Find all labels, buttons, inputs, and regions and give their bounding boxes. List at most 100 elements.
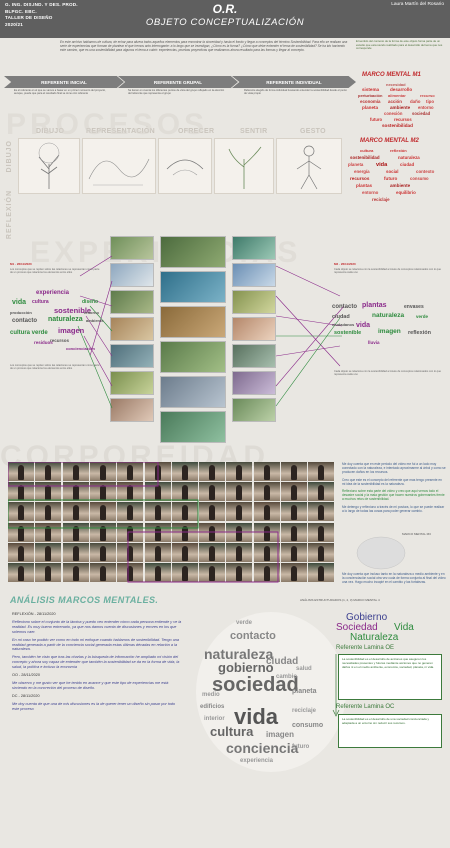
figure-silhouette bbox=[318, 485, 325, 501]
cloud-word: ciudad bbox=[400, 162, 415, 167]
figure-silhouette bbox=[181, 505, 188, 521]
cloud-word: entorno bbox=[418, 105, 434, 110]
cloud-word: diseño bbox=[82, 299, 99, 305]
figure-silhouette bbox=[236, 545, 243, 561]
video-frame bbox=[35, 522, 62, 542]
figure-silhouette bbox=[45, 566, 52, 581]
figure-silhouette bbox=[154, 505, 161, 521]
mental-map-3-caption: MARCO MENTAL M3 bbox=[402, 532, 431, 536]
figure-silhouette bbox=[291, 485, 297, 501]
figure-silhouette bbox=[127, 545, 134, 561]
video-frame bbox=[171, 502, 198, 522]
video-frame bbox=[308, 542, 335, 562]
background-word: PROCESOS bbox=[6, 108, 209, 141]
page-title: O.R. bbox=[212, 2, 238, 16]
cloud-word: vida bbox=[12, 299, 27, 306]
mental-map-2-title: MARCO MENTAL M2 bbox=[360, 138, 419, 144]
video-frame bbox=[62, 522, 89, 542]
cloud-word: tipo bbox=[426, 99, 435, 104]
cloud-word: entorno bbox=[362, 190, 379, 195]
cloud-word: experiencia bbox=[240, 758, 274, 764]
video-frame bbox=[199, 482, 226, 502]
figure-silhouette bbox=[99, 566, 106, 581]
figure-silhouette bbox=[45, 485, 52, 501]
course-info: G. ING. DIS.IND. Y DES. PROD. BLPGC. EBC… bbox=[5, 2, 78, 28]
video-frame bbox=[8, 502, 34, 522]
cloud-word: futuro bbox=[292, 744, 310, 750]
ref-oc-box: La sostenibilidad es el desarrollo de un… bbox=[338, 714, 442, 748]
video-frame bbox=[253, 482, 280, 502]
keyword: Sociedad bbox=[336, 622, 378, 633]
reflection-paragraph: Reflexiono sobre el conjunto de la lámin… bbox=[12, 619, 182, 634]
video-reflection: Creo que este es el concepto del referen… bbox=[342, 477, 442, 486]
cloud-word: acción bbox=[388, 99, 402, 104]
video-frame bbox=[117, 542, 144, 562]
figure-silhouette bbox=[263, 525, 270, 541]
course-line: G. ING. DIS.IND. Y DES. PROD. bbox=[5, 2, 78, 7]
cloud-word: recurso bbox=[420, 93, 435, 98]
figure-silhouette bbox=[127, 465, 134, 480]
page-header: G. ING. DIS.IND. Y DES. PROD. BLPGC. EBC… bbox=[0, 0, 450, 38]
cloud-word: plantas bbox=[356, 183, 373, 188]
cloud-word: envases bbox=[404, 304, 424, 310]
cloud-word: producción bbox=[10, 310, 32, 315]
video-frame bbox=[144, 563, 171, 582]
sketch-representation bbox=[82, 138, 156, 194]
figure-silhouette bbox=[45, 545, 52, 561]
video-frame bbox=[8, 563, 34, 582]
figure-silhouette bbox=[209, 465, 216, 480]
video-frame bbox=[226, 462, 253, 481]
cloud-word: experiencia bbox=[36, 290, 70, 296]
cloud-word: contacto bbox=[12, 318, 38, 324]
figure-silhouette bbox=[18, 465, 24, 480]
video-frame bbox=[89, 482, 116, 502]
video-frame bbox=[35, 502, 62, 522]
figure-silhouette bbox=[45, 505, 52, 521]
video-frame bbox=[308, 522, 335, 542]
mental-map-1-cloud: necesidad sistema desarrollo perturbació… bbox=[356, 82, 448, 132]
figure-silhouette bbox=[263, 485, 270, 501]
analysis-reflection: REFLEXIÓN - 28/11/2020 Reflexiono sobre … bbox=[12, 612, 182, 715]
stage-vertical-label: DIBUJO bbox=[6, 140, 13, 173]
ref-oe-title: Referente Lamina OE bbox=[336, 645, 395, 651]
cloud-word: cambio bbox=[276, 674, 298, 680]
cloud-word: consumo bbox=[292, 722, 324, 729]
referent-initial-bar: REFERENTE INICIAL bbox=[4, 76, 124, 88]
figure-silhouette bbox=[209, 525, 216, 541]
figure-silhouette bbox=[291, 505, 297, 521]
video-frame bbox=[62, 462, 89, 481]
cloud-word: sociedad bbox=[212, 674, 299, 696]
figure-silhouette bbox=[99, 505, 106, 521]
cloud-word: sostenible bbox=[54, 306, 92, 315]
video-reflection: Me doy cuenta que en este periodo del ví… bbox=[342, 462, 446, 475]
cloud-word: contacto bbox=[230, 630, 276, 642]
referent-initial-text: Es el referente en el que se vamos a bas… bbox=[14, 89, 106, 96]
video-frame bbox=[253, 462, 280, 481]
cloud-word: residuos bbox=[34, 340, 53, 345]
cloud-word: gobierno bbox=[218, 660, 274, 675]
video-frame bbox=[89, 522, 116, 542]
cloud-word: imagen bbox=[378, 328, 401, 335]
keyword: Vida bbox=[394, 622, 414, 633]
figure-silhouette bbox=[209, 566, 216, 581]
video-frame bbox=[62, 563, 89, 582]
figure-silhouette bbox=[318, 545, 325, 561]
cloud-word: verde bbox=[416, 314, 429, 319]
video-frame bbox=[171, 482, 198, 502]
video-frame bbox=[117, 482, 144, 502]
cloud-word: cultura verde bbox=[10, 330, 48, 336]
cloud-word: interior bbox=[204, 716, 225, 722]
cloud-word: cultura bbox=[210, 724, 254, 739]
photo-column-right bbox=[232, 236, 276, 436]
figure-silhouette bbox=[181, 525, 188, 541]
m1-note: Los conceptos que se repiten sobre las r… bbox=[10, 268, 100, 275]
video-frame bbox=[89, 563, 116, 582]
analysis-caption: ANÁLISIS ESTRUCTURADOS (1, 2, 3) MARCO M… bbox=[300, 598, 380, 602]
video-frame bbox=[199, 542, 226, 562]
cloud-word: contexto bbox=[416, 169, 435, 174]
figure-silhouette bbox=[99, 545, 106, 561]
cloud-word: desarrollo bbox=[390, 87, 413, 92]
cloud-word: edificios bbox=[200, 704, 225, 710]
figure-silhouette bbox=[236, 485, 243, 501]
figure-silhouette bbox=[127, 485, 134, 501]
